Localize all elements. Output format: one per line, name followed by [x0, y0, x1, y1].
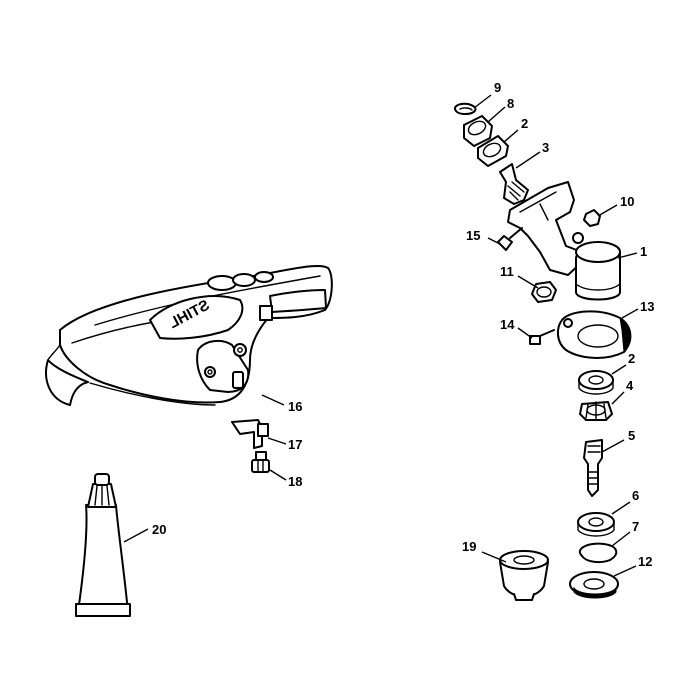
deflector-guard: STIHL [45, 265, 333, 406]
callout-4: 4 [626, 378, 634, 393]
nut-10 [583, 209, 601, 227]
plug-11 [531, 281, 557, 303]
callout-16: 16 [288, 399, 302, 414]
screw-part-18 [251, 451, 270, 473]
callout-13: 13 [640, 299, 654, 314]
bevel-gear-4 [579, 401, 613, 421]
circlip-7 [579, 542, 618, 564]
clip-part [231, 419, 269, 449]
screw-14 [529, 329, 555, 345]
callout-6: 6 [632, 488, 639, 503]
callout-3: 3 [542, 140, 549, 155]
output-shaft-5 [583, 439, 603, 497]
callout-20: 20 [152, 522, 166, 537]
callout-7: 7 [632, 519, 639, 534]
callout-15: 15 [466, 228, 480, 243]
bearing-2-upper [477, 135, 509, 167]
gear-housing [507, 181, 621, 301]
callout-labels: 9 8 2 3 10 15 1 11 13 14 2 4 5 6 7 19 12… [152, 80, 654, 569]
grease-tube [75, 473, 131, 617]
callout-9: 9 [494, 80, 501, 95]
callout-17: 17 [288, 437, 302, 452]
retaining-ring-9 [454, 102, 477, 116]
callout-leaders [123, 94, 639, 577]
callout-10: 10 [620, 194, 634, 209]
callout-11: 11 [500, 264, 514, 279]
callout-18: 18 [288, 474, 302, 489]
callout-2-lower: 2 [628, 351, 635, 366]
cap-19 [499, 550, 549, 601]
nut-8 [463, 115, 493, 147]
bearing-6 [577, 512, 615, 537]
pinion-gear-3 [499, 163, 529, 205]
thrust-plate-12 [569, 571, 619, 599]
callout-1: 1 [640, 244, 647, 259]
guard-ring-13 [556, 310, 632, 359]
callout-14: 14 [500, 317, 515, 332]
callout-2: 2 [521, 116, 528, 131]
callout-8: 8 [507, 96, 514, 111]
bearing-2-lower [578, 370, 614, 395]
screw-15 [497, 227, 523, 251]
callout-19: 19 [462, 539, 476, 554]
callout-12: 12 [638, 554, 652, 569]
callout-5: 5 [628, 428, 635, 443]
